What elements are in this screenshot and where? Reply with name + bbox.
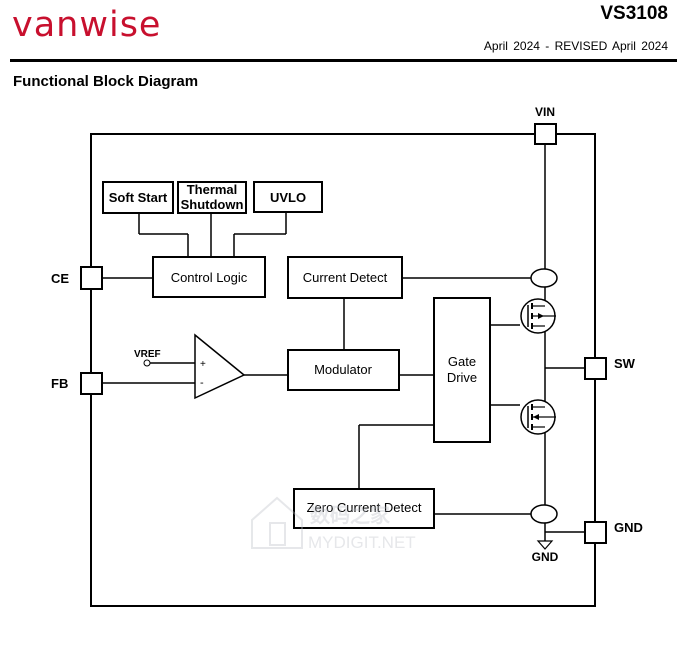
current-sense-top-icon bbox=[530, 268, 558, 288]
high-side-mosfet-icon bbox=[520, 298, 556, 334]
watermark-url: MYDIGIT.NET bbox=[308, 533, 416, 552]
gate-drive-label-1: Gate bbox=[448, 354, 476, 369]
ground-symbol-label: GND bbox=[532, 550, 559, 564]
control-logic-block: Control Logic bbox=[152, 256, 266, 298]
header-rule bbox=[10, 59, 677, 62]
pin-fb: FB bbox=[51, 372, 103, 395]
section-title: Functional Block Diagram bbox=[13, 73, 199, 90]
thermal-shutdown-block: Thermal Shutdown bbox=[177, 181, 247, 214]
wires bbox=[102, 144, 585, 541]
low-side-mosfet-icon bbox=[520, 399, 556, 435]
soft-start-label: Soft Start bbox=[109, 190, 168, 205]
vref-node bbox=[143, 359, 151, 367]
current-sense-bottom-icon bbox=[530, 504, 558, 524]
modulator-block: Modulator bbox=[287, 349, 400, 391]
part-number: VS3108 bbox=[600, 3, 668, 24]
revision-date: April 2024 - REVISED April 2024 bbox=[483, 39, 668, 53]
watermark-cn-text: 数码之家 bbox=[310, 503, 391, 527]
pin-ce-label: CE bbox=[51, 271, 69, 286]
vref-label: VREF bbox=[134, 349, 161, 360]
soft-start-block: Soft Start bbox=[102, 181, 174, 214]
error-amplifier: + - bbox=[194, 333, 246, 400]
thermal-shutdown-label-2: Shutdown bbox=[181, 197, 244, 212]
pin-sw: SW bbox=[584, 356, 636, 380]
pin-gnd-label: GND bbox=[614, 520, 643, 535]
pin-ce: CE bbox=[51, 266, 103, 290]
watermark: 数码之家 MYDIGIT.NET bbox=[251, 496, 416, 552]
pin-sw-label: SW bbox=[614, 356, 636, 371]
watermark-house-icon bbox=[251, 496, 303, 549]
pin-vin-label: VIN bbox=[535, 105, 555, 119]
company-logo: vanwise bbox=[12, 5, 162, 45]
pin-fb-label: FB bbox=[51, 376, 68, 391]
uvlo-label: UVLO bbox=[270, 190, 306, 205]
modulator-label: Modulator bbox=[314, 362, 372, 377]
zero-current-detect-label: Zero Current Detect bbox=[307, 500, 422, 515]
gate-drive-block: Gate Drive bbox=[433, 297, 491, 443]
current-detect-block: Current Detect bbox=[287, 256, 403, 299]
zero-current-detect-block: Zero Current Detect bbox=[293, 488, 435, 529]
uvlo-block: UVLO bbox=[253, 181, 323, 213]
pin-vin: VIN bbox=[534, 105, 557, 145]
thermal-shutdown-label-1: Thermal bbox=[187, 182, 238, 197]
gate-drive-label-2: Drive bbox=[447, 370, 477, 385]
amp-plus-sign: + bbox=[200, 359, 206, 370]
amp-minus-sign: - bbox=[200, 377, 204, 389]
pin-gnd: GND bbox=[584, 520, 643, 544]
ground-symbol-icon bbox=[536, 540, 554, 550]
current-detect-label: Current Detect bbox=[303, 270, 388, 285]
control-logic-label: Control Logic bbox=[171, 270, 248, 285]
